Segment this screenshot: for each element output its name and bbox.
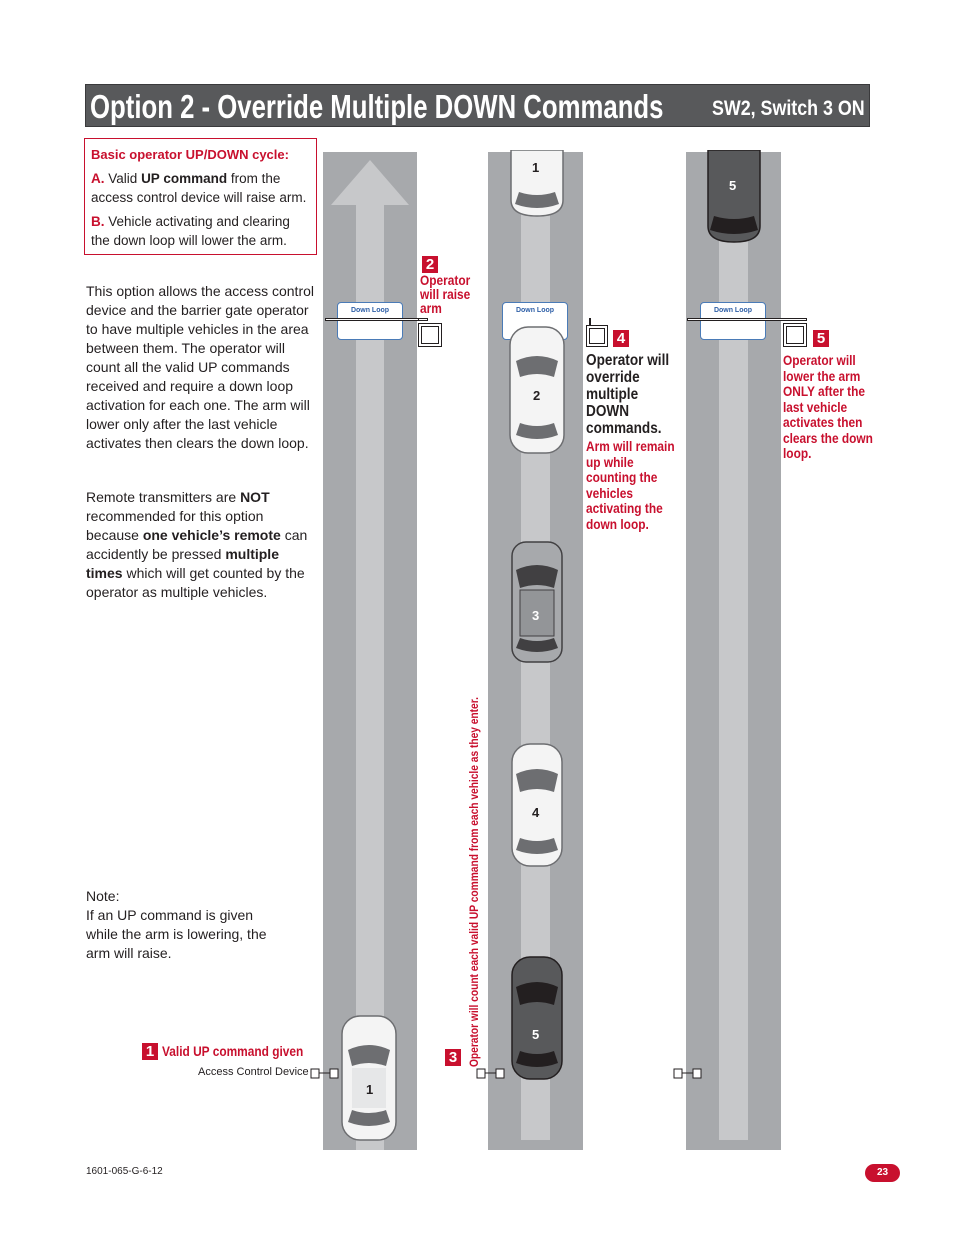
down-loop-1: Down Loop: [337, 302, 403, 340]
p2-e: can accidently be pressed: [86, 527, 308, 562]
p2-g: which will get counted by the operator a…: [86, 565, 305, 600]
car-road2-3: 3: [511, 541, 563, 663]
cycle-a-pre: Valid: [108, 171, 138, 186]
car-road1-1: 1: [341, 1015, 397, 1141]
cycle-a-post: from the access control device will rais…: [91, 171, 307, 205]
access-control-device-label: Access Control Device: [198, 1066, 309, 1078]
cycle-heading: Basic operator UP/DOWN cycle:: [91, 147, 289, 162]
cycle-box: Basic operator UP/DOWN cycle: A. Valid U…: [84, 138, 317, 255]
cycle-b-text: Vehicle activating and clearing the down…: [91, 214, 290, 248]
page-subtitle: SW2, Switch 3 ON: [712, 97, 865, 120]
car-road2-2-num: 2: [533, 388, 540, 403]
intro-paragraph-2: Remote transmitters are NOT recommended …: [86, 488, 316, 602]
car-road2-1: 1: [510, 150, 564, 217]
step-2-label: Operator will raise arm: [420, 272, 471, 316]
gate-arm-1: [325, 318, 420, 321]
step-4-badge: 4: [613, 330, 629, 347]
p2-d: one vehicle’s remote: [142, 527, 281, 543]
down-loop-3-label: Down Loop: [713, 307, 753, 314]
step-5-badge: 5: [813, 330, 829, 347]
step-1-badge: 1: [142, 1043, 158, 1060]
p2-c: recommended for this option because: [86, 508, 264, 543]
step-4-black-text: Operator will override multiple DOWN com…: [586, 352, 670, 437]
access-control-device-1: [310, 1068, 339, 1079]
note-label: Note:: [86, 888, 120, 904]
car-road3-5: 5: [707, 150, 761, 243]
down-loop-1-label: Down Loop: [350, 307, 390, 314]
gate-operator-3: [783, 323, 807, 347]
car-road2-1-num: 1: [532, 160, 539, 175]
down-loop-2-label: Down Loop: [515, 307, 555, 314]
road-3-stripe: [719, 152, 748, 1140]
cycle-step-a: A. Valid UP command from the access cont…: [91, 169, 310, 207]
page-number: 23: [865, 1164, 900, 1182]
note: Note: If an UP command is given while th…: [86, 887, 276, 963]
car-road3-5-num: 5: [729, 178, 736, 193]
car-road1-1-num: 1: [366, 1082, 373, 1097]
car-road2-4: 4: [511, 743, 563, 867]
car-road2-5: 5: [511, 956, 563, 1080]
step-2-badge: 2: [422, 256, 438, 273]
cycle-a-letter: A.: [91, 171, 105, 186]
gate-arm-1-pivot: [418, 318, 428, 321]
title-bar: Option 2 - Override Multiple DOWN Comman…: [85, 84, 870, 127]
cycle-step-b: B. Vehicle activating and clearing the d…: [91, 212, 310, 250]
access-control-device-2: [476, 1068, 505, 1079]
car-road2-5-num: 5: [532, 1027, 539, 1042]
intro-paragraph-1: This option allows the access control de…: [86, 283, 314, 451]
note-text: If an UP command is given while the arm …: [86, 907, 267, 961]
car-road2-4-num: 4: [532, 805, 540, 820]
p2-a: Remote transmitters are: [86, 489, 237, 505]
step-4-red-text: Arm will remain up while counting the ve…: [586, 438, 675, 532]
gate-operator-1: [418, 323, 442, 347]
car-road2-3-num: 3: [532, 608, 539, 623]
step-5-red-text: Operator will lower the arm ONLY after t…: [783, 352, 873, 461]
step-3-badge: 3: [445, 1049, 461, 1066]
step-1-label: Valid UP command given: [162, 1043, 304, 1059]
p2-f: multiple times: [86, 546, 279, 581]
gate-arm-3: [687, 318, 807, 321]
access-control-device-3: [673, 1068, 702, 1079]
cycle-a-bold: UP command: [141, 171, 228, 186]
doc-number: 1601-065-G-6-12: [86, 1166, 163, 1177]
gate-operator-2: [586, 325, 608, 347]
gate-arm-2-raised: [589, 318, 591, 326]
road-1-arrow-head: [331, 160, 409, 205]
step-3-label: Operator will count each valid UP comman…: [467, 697, 481, 1067]
p2-b: NOT: [240, 489, 270, 505]
down-loop-3: Down Loop: [700, 302, 766, 340]
car-road2-2: 2: [509, 326, 565, 454]
page-title: Option 2 - Override Multiple DOWN Comman…: [90, 88, 664, 125]
cycle-b-letter: B.: [91, 214, 105, 229]
road-1-arrow-shaft: [356, 200, 384, 1150]
